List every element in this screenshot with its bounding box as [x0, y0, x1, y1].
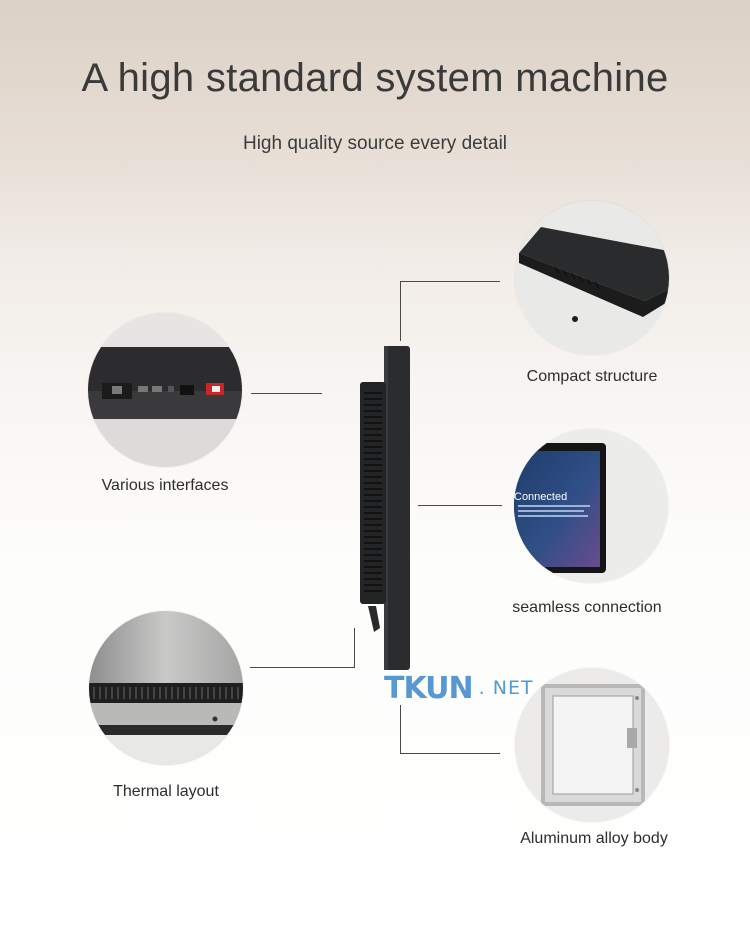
caption-various-interfaces: Various interfaces: [101, 477, 229, 494]
connector-thermal-vertical: [354, 628, 355, 668]
page-title: A high standard system machine: [81, 56, 669, 100]
aluminum-body-image: [515, 668, 669, 822]
seamless-connection-image: [514, 429, 668, 583]
various-interfaces-image: [88, 313, 242, 467]
caption-compact-structure: Compact structure: [526, 368, 658, 385]
caption-aluminum-body: Aluminum alloy body: [520, 830, 668, 847]
compact-structure-image: [515, 201, 669, 355]
connector-aluminum-horizontal: [400, 753, 500, 754]
page-subtitle: High quality source every detail: [242, 133, 508, 154]
connector-compact-vertical: [400, 281, 401, 341]
connector-compact-horizontal: [400, 281, 500, 282]
connector-aluminum-vertical: [400, 705, 401, 753]
device-side-view: [360, 346, 410, 670]
connector-thermal-horizontal: [250, 667, 354, 668]
watermark-suffix: . NET: [478, 677, 534, 699]
caption-seamless-connection: seamless connection: [512, 599, 662, 616]
watermark-main: TKUN: [384, 670, 474, 706]
connector-seamless: [418, 505, 502, 506]
thermal-layout-image: [89, 611, 243, 765]
connector-interfaces: [251, 393, 322, 394]
screen-connected-text: Connected: [514, 491, 568, 503]
watermark-logo: TKUN . NET: [384, 668, 534, 708]
caption-thermal-layout: Thermal layout: [113, 783, 219, 800]
